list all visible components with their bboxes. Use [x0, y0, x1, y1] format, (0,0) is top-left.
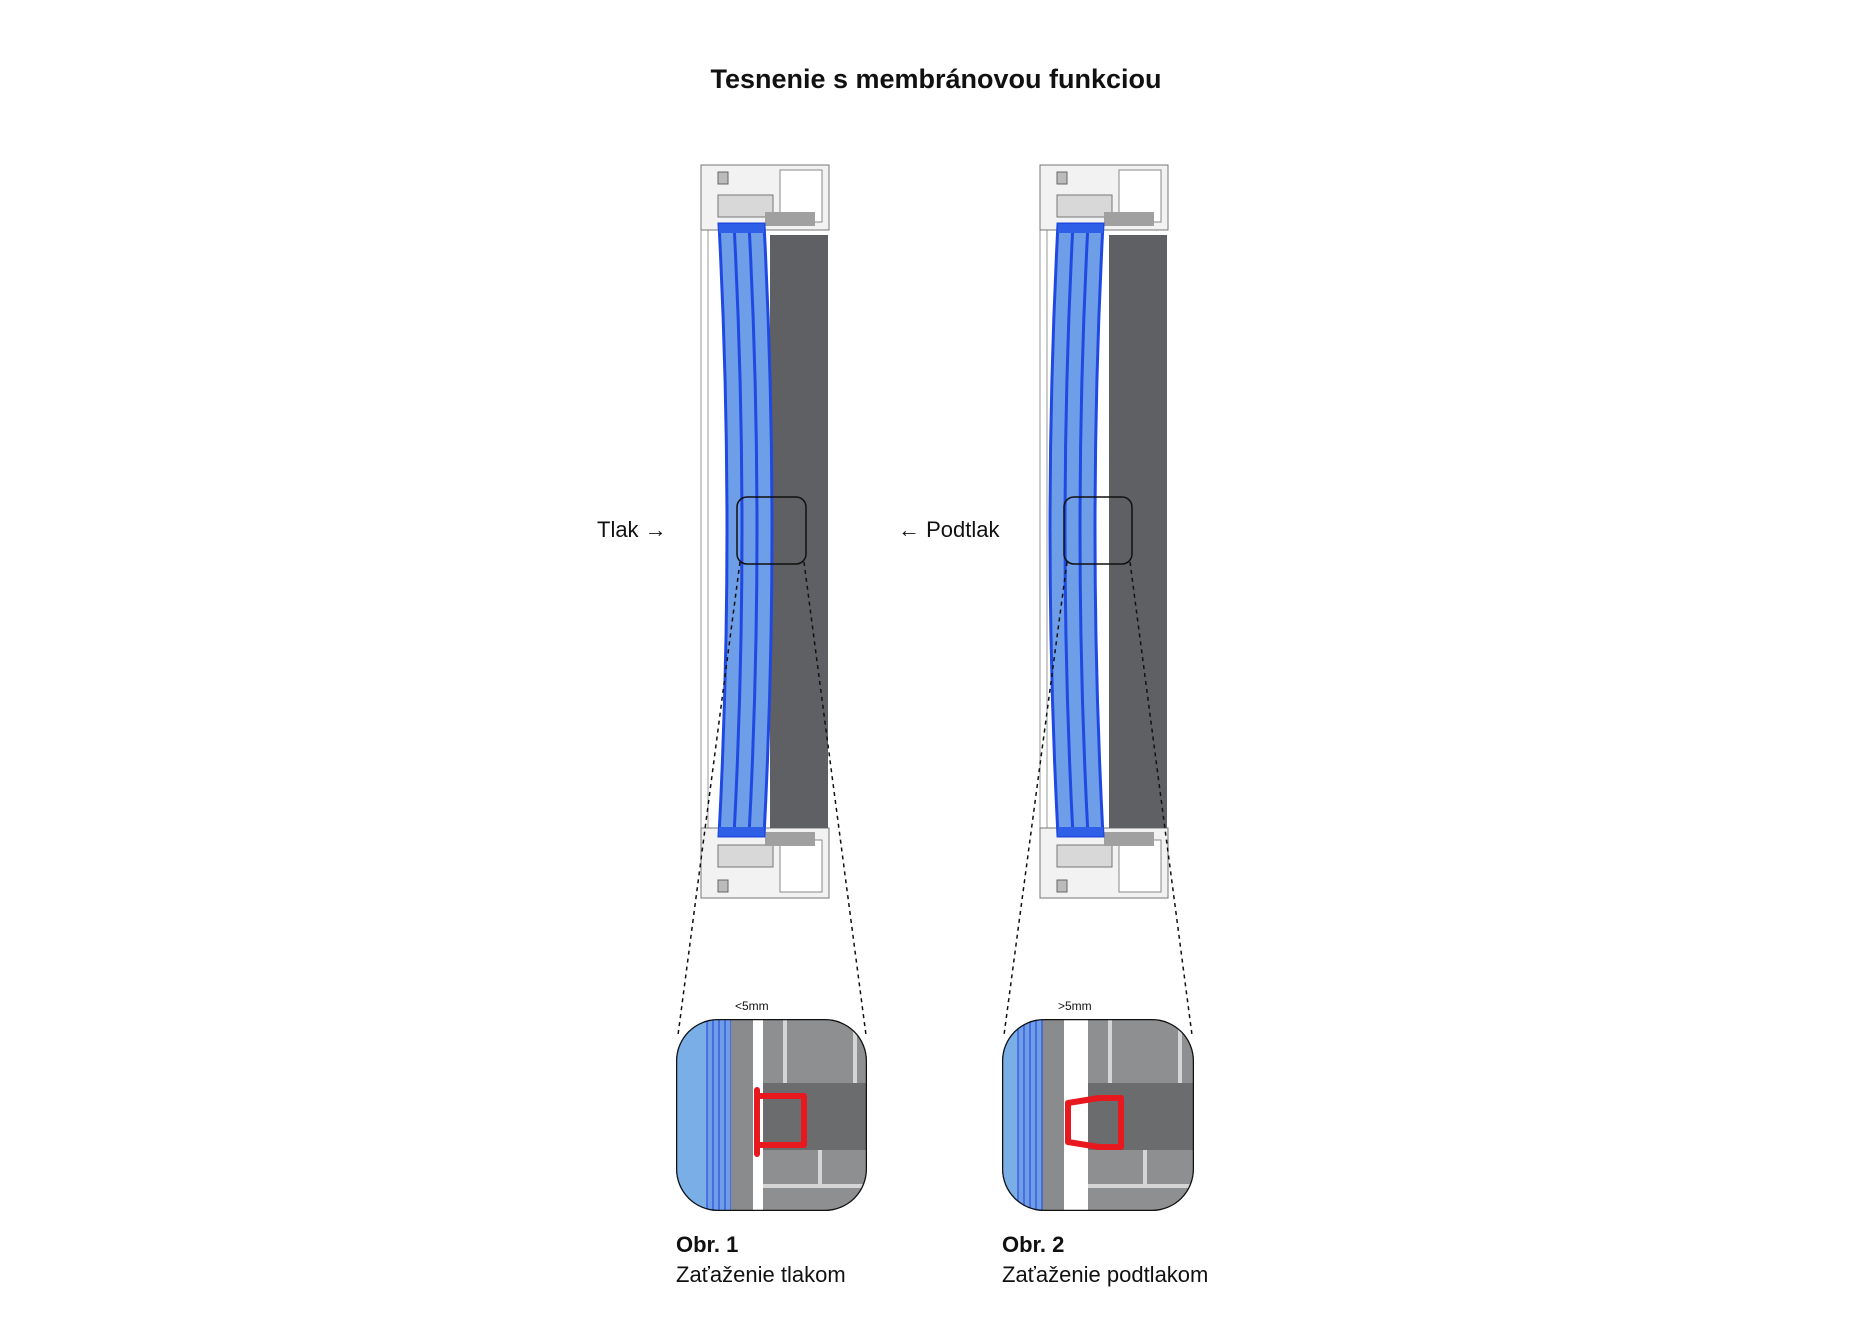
glass-panes [717, 222, 774, 838]
gasket-extended [1065, 1095, 1124, 1150]
dark-panel [1109, 235, 1167, 828]
dark-panel [770, 235, 828, 828]
detail-view-pressure [676, 1019, 867, 1211]
bottom-frame-profile [700, 827, 830, 899]
figure-caption-1: Zaťaženie tlakom [676, 1262, 846, 1287]
figure-number-2: Obr. 2 [1002, 1232, 1065, 1257]
callout-box [1063, 496, 1133, 565]
window-section-suction [1003, 164, 1193, 1036]
gasket-compressed [754, 1087, 807, 1157]
gap-dimension-2: >5mm [1058, 999, 1092, 1013]
figure-number-1: Obr. 1 [676, 1232, 739, 1257]
figure-caption-2: Zaťaženie podtlakom [1002, 1262, 1209, 1287]
detail-view-suction [1002, 1019, 1194, 1211]
window-section-pressure [677, 164, 867, 1036]
bottom-frame-profile [1039, 827, 1169, 899]
gap-dimension-1: <5mm [735, 999, 769, 1013]
pressure-direction-label: Tlak → [597, 517, 667, 542]
glass-panes [1048, 222, 1105, 838]
callout-box [736, 496, 807, 565]
suction-direction-label: ← Podtlak [898, 517, 1000, 542]
top-frame-profile [700, 164, 830, 231]
page-title: Tesnenie s membránovou funkciou [710, 64, 1162, 94]
top-frame-profile [1039, 164, 1169, 231]
